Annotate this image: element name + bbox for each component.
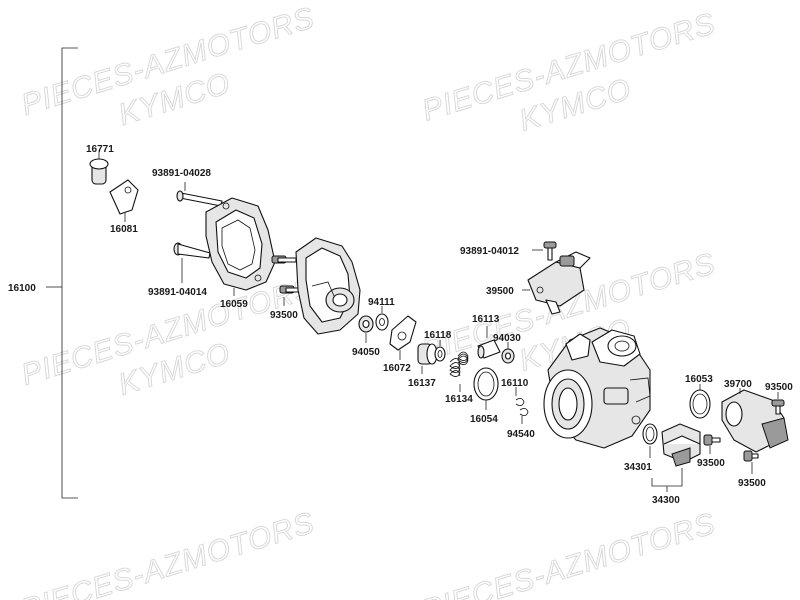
label-16054: 16054: [470, 414, 498, 425]
label-39700: 39700: [724, 379, 752, 390]
svg-text:PIECES-AZMOTORS: PIECES-AZMOTORS: [419, 507, 720, 600]
washer-94111: 94111: [368, 297, 395, 331]
label-94030: 94030: [493, 333, 521, 344]
watermark-top-left: PIECES-AZMOTORS KYMCO: [17, 1, 319, 133]
label-16110: 16110: [501, 378, 529, 389]
oring-16053: 16053: [685, 374, 713, 419]
watermark-bottom-left: PIECES-AZMOTORS: [17, 506, 319, 600]
actuator-34300: 34300: [651, 423, 701, 506]
label-34300: 34300: [652, 495, 680, 506]
lever-16072: 16072: [383, 315, 417, 374]
pin-16771: 16771: [86, 144, 114, 185]
nut-94050: 94050: [352, 315, 380, 358]
label-39500: 39500: [486, 286, 514, 297]
label-93500-mid-right: 93500: [697, 458, 725, 469]
label-94540: 94540: [507, 429, 535, 440]
clip-94540: 94540: [507, 408, 535, 440]
oring-16054: 16054: [470, 367, 499, 425]
label-16118: 16118: [424, 330, 452, 341]
label-16134: 16134: [445, 394, 473, 405]
label-93891-04014: 93891-04014: [148, 287, 207, 298]
watermark-top-right: PIECES-AZMOTORS KYMCO: [418, 7, 720, 139]
screw-93891-04012: 93891-04012: [460, 241, 557, 261]
shaft-16113: 16113: [472, 314, 501, 359]
label-16771: 16771: [86, 144, 114, 155]
ring-16118: 16118: [424, 330, 452, 362]
svg-text:PIECES-AZMOTORS: PIECES-AZMOTORS: [18, 506, 319, 600]
nut-94030: 94030: [493, 333, 521, 364]
assembly-bracket: 16100: [8, 47, 78, 499]
screw-93891-04014: 93891-04014: [148, 242, 211, 298]
label-93891-04028: 93891-04028: [152, 168, 211, 179]
label-93500-left: 93500: [270, 310, 298, 321]
screw-93500-top-right: 93500: [765, 382, 793, 415]
screw-93891-04028: 93891-04028: [152, 168, 223, 207]
watermark-bottom-right: PIECES-AZMOTORS: [418, 507, 720, 600]
sensor-39500: 39500: [486, 251, 591, 315]
label-94111: 94111: [368, 297, 395, 308]
label-16053: 16053: [685, 374, 713, 385]
label-16137: 16137: [408, 378, 436, 389]
label-16100: 16100: [8, 283, 36, 294]
label-94050: 94050: [352, 347, 380, 358]
collar-16137: 16137: [408, 343, 438, 389]
label-16081: 16081: [110, 224, 138, 235]
label-16059: 16059: [220, 299, 248, 310]
oring-34301: 34301: [624, 423, 658, 473]
cover-16059: 16059: [205, 197, 276, 310]
label-93500-top-right: 93500: [765, 382, 793, 393]
screw-93500-mid-right: 93500: [697, 434, 725, 469]
label-16072: 16072: [383, 363, 411, 374]
screw-93500-bottom-right: 93500: [738, 450, 766, 489]
screws-93500-left: 93500: [270, 255, 303, 321]
side-housing: [295, 237, 361, 335]
label-93891-04012: 93891-04012: [460, 246, 519, 257]
clip-16110: 16110: [501, 378, 529, 406]
label-16113: 16113: [472, 314, 500, 325]
lever-plate-16081: 16081: [109, 179, 139, 235]
label-93500-bottom-right: 93500: [738, 478, 766, 489]
spring-16134: 16134: [445, 351, 473, 405]
label-34301: 34301: [624, 462, 652, 473]
throttle-body: [543, 327, 651, 449]
sensor-39700: 39700: [721, 379, 789, 453]
